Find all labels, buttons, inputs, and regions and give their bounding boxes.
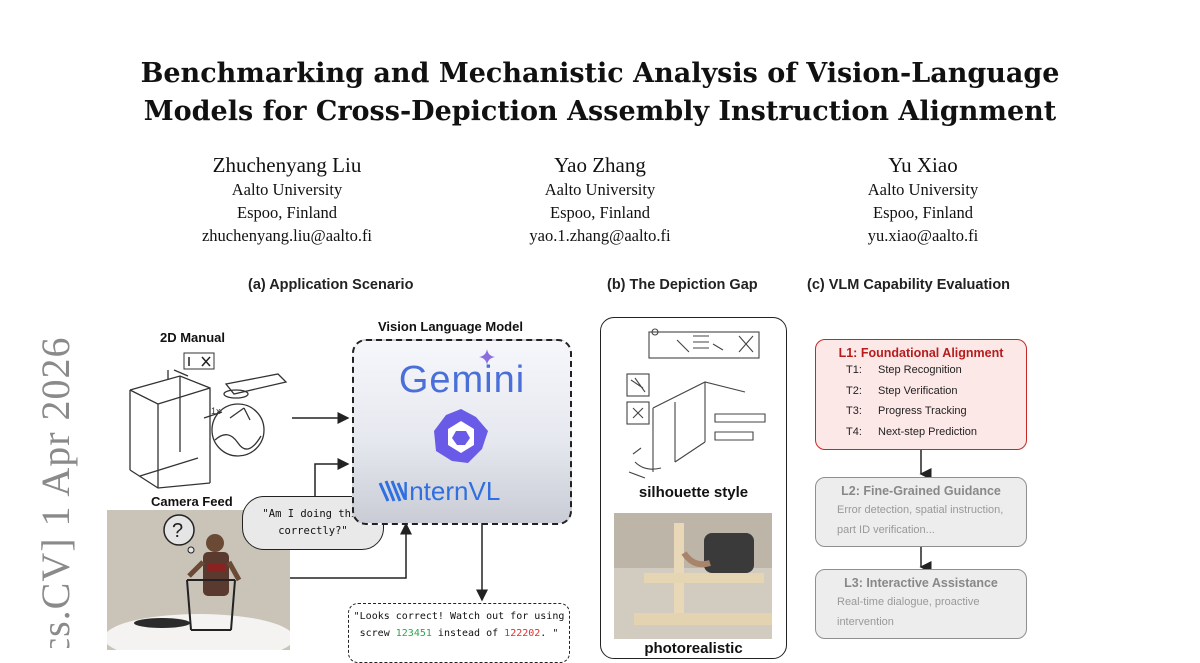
photorealistic-photo	[614, 513, 772, 639]
svg-text:1x: 1x	[211, 406, 221, 416]
title-line-1: Benchmarking and Mechanistic Analysis of…	[140, 58, 1060, 89]
level-1-box: L1: Foundational Alignment T1: Step Recog…	[815, 339, 1027, 450]
level-1-title: L1: Foundational Alignment	[838, 346, 1004, 360]
bubble-line-1: "Am I doing this	[262, 508, 364, 520]
author-email[interactable]: yao.1.zhang@aalto.fi	[529, 226, 671, 245]
level-3-title: L3: Interactive Assistance	[844, 576, 998, 590]
author-location: Espoo, Finland	[873, 203, 973, 222]
level-arrows	[919, 450, 932, 573]
level-2-box: L2: Fine-Grained Guidance Error detectio…	[815, 477, 1027, 547]
gemini-sparkle-icon	[479, 349, 495, 365]
author-block-2: Yao Zhang Aalto University Espoo, Finlan…	[450, 152, 750, 247]
panel-a-arrows	[290, 412, 488, 602]
task-name: Progress Tracking	[878, 405, 967, 417]
level-2-description: Error detection, spatial instruction, pa…	[837, 504, 1004, 536]
task-item: T4: Next-step Prediction	[816, 422, 1026, 443]
task-id: T1:	[846, 364, 862, 376]
task-id: T2:	[846, 384, 862, 397]
author-affiliation: Aalto University	[231, 180, 343, 199]
task-id: T4:	[846, 425, 862, 438]
task-id: T3:	[846, 405, 862, 417]
depiction-gap-box: silhouette style photorealistic	[600, 317, 787, 659]
reply-screw-word: screw	[359, 628, 390, 639]
paper-title: Benchmarking and Mechanistic Analysis of…	[0, 55, 1200, 131]
reply-line-2: screw 123451 instead of 122202. "	[349, 625, 569, 642]
photorealistic-label: photorealistic	[644, 640, 743, 657]
vlm-label: Vision Language Model	[378, 319, 523, 334]
bubble-line-2: correctly?"	[278, 525, 348, 537]
internvl-logo-icon	[378, 480, 406, 502]
level-3-description: Real-time dialogue, proactive interventi…	[837, 596, 980, 628]
silhouette-style-label: silhouette style	[638, 484, 749, 501]
author-name: Yu Xiao	[888, 153, 958, 177]
reply-line-1: "Looks correct! Watch out for using	[353, 611, 565, 622]
author-name: Zhuchenyang Liu	[212, 153, 362, 177]
author-block-3: Yu Xiao Aalto University Espoo, Finland …	[773, 152, 1073, 247]
title-line-2: Models for Cross-Depiction Assembly Inst…	[143, 96, 1057, 127]
internvl-logo: InternVL	[402, 476, 501, 506]
manual-drawing: 1x	[129, 352, 288, 489]
svg-text:?: ?	[172, 520, 183, 542]
reply-wrong-part: 122202	[504, 628, 541, 639]
level-3-box: L3: Interactive Assistance Real-time dia…	[815, 569, 1027, 639]
author-email[interactable]: zhuchenyang.liu@aalto.fi	[201, 226, 373, 245]
task-item: T3: Progress Tracking	[816, 401, 1026, 422]
task-name: Next-step Prediction	[878, 425, 978, 438]
vlm-reply-box: "Looks correct! Watch out for using scre…	[348, 603, 570, 663]
reply-suffix: . "	[540, 628, 559, 639]
author-location: Espoo, Finland	[550, 203, 650, 222]
author-location: Espoo, Finland	[237, 203, 337, 222]
camera-feed-photo: ?	[107, 510, 290, 650]
panel-c-caption: (c) VLM Capability Evaluation	[807, 277, 1011, 293]
manual-label: 2D Manual	[160, 330, 226, 345]
author-affiliation: Aalto University	[867, 180, 979, 199]
level-2-title: L2: Fine-Grained Guidance	[841, 484, 1001, 498]
task-item: T1: Step Recognition	[816, 360, 1026, 381]
author-email[interactable]: yu.xiao@aalto.fi	[867, 226, 979, 245]
panel-a-caption: (a) Application Scenario	[248, 277, 414, 293]
panel-b-caption: (b) The Depiction Gap	[607, 277, 758, 293]
silhouette-manual-drawing	[626, 328, 766, 479]
vlm-box: Gemini InternVL	[352, 339, 572, 525]
reply-correct-part: 123451	[395, 628, 432, 639]
task-name: Step Recognition	[878, 364, 962, 376]
qwen-logo-icon	[434, 409, 488, 463]
reply-instead: instead of	[437, 628, 499, 639]
gemini-logo: Gemini	[398, 359, 526, 401]
photorealistic-scene	[614, 513, 772, 639]
author-name: Yao Zhang	[554, 153, 646, 177]
camera-label: Camera Feed	[151, 494, 233, 509]
task-item: T2: Step Verification	[816, 381, 1026, 402]
author-affiliation: Aalto University	[544, 180, 656, 199]
author-block-1: Zhuchenyang Liu Aalto University Espoo, …	[137, 152, 437, 247]
task-name: Step Verification	[878, 384, 958, 397]
